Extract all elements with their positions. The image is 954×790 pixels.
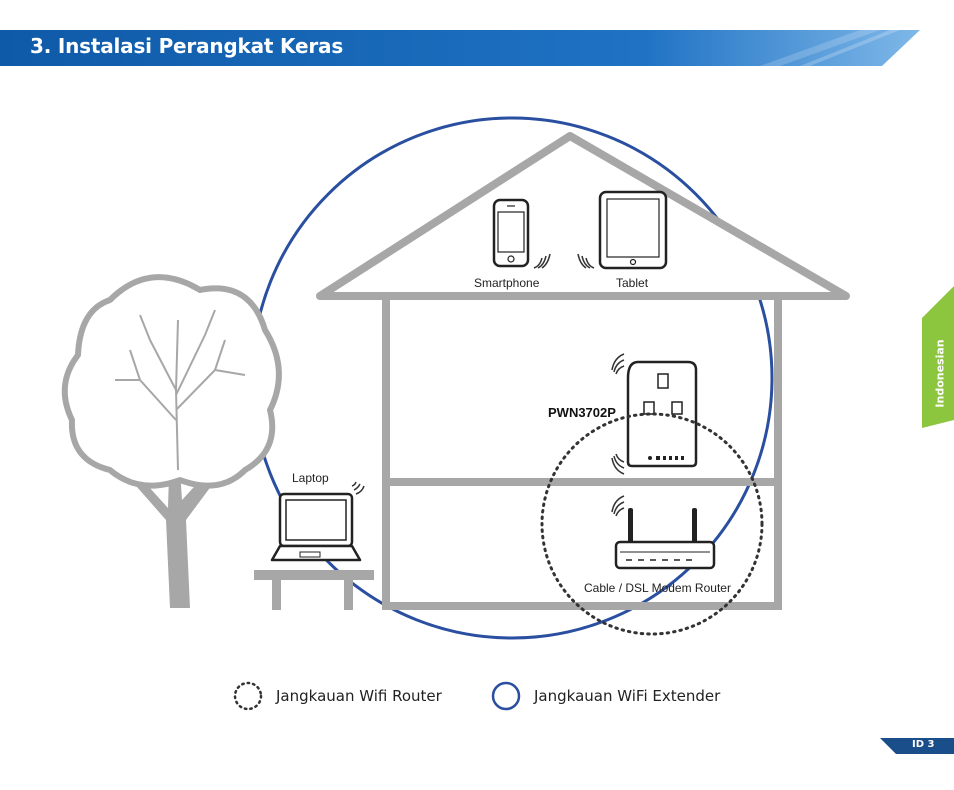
language-tab-label: Indonesian	[933, 338, 947, 408]
laptop-label: Laptop	[292, 471, 329, 485]
wifi-signal-icon	[533, 253, 551, 269]
laptop-icon	[270, 492, 362, 562]
dotted-circle-icon	[233, 681, 263, 711]
router-label: Cable / DSL Modem Router	[584, 581, 731, 595]
table-illustration	[254, 570, 374, 610]
legend-router-range: Jangkauan Wifi Router	[232, 680, 442, 712]
tablet-label: Tablet	[616, 276, 649, 290]
page-number-tab	[880, 738, 954, 754]
header-bar	[0, 30, 920, 66]
wifi-signal-icon	[611, 353, 625, 375]
language-tab	[922, 286, 954, 428]
legend-extender-label: Jangkauan WiFi Extender	[534, 687, 721, 705]
page-number: ID 3	[912, 739, 935, 750]
language-tab-label-container: Indonesian	[926, 318, 954, 428]
wifi-signal-icon	[611, 495, 625, 517]
tree-illustration	[61, 274, 282, 608]
tablet-icon	[598, 190, 668, 270]
router-coverage-circle	[540, 412, 764, 636]
solid-circle-icon	[491, 681, 521, 711]
smartphone-label: Smartphone	[474, 276, 540, 290]
smartphone-icon	[492, 198, 530, 268]
house-illustration	[316, 132, 850, 610]
page-title: 3. Instalasi Perangkat Keras	[30, 34, 344, 58]
wifi-signal-icon	[611, 453, 625, 475]
legend-extender-range: Jangkauan WiFi Extender	[490, 680, 720, 712]
router-icon	[614, 508, 716, 570]
extender-model-label: PWN3702P	[548, 405, 616, 420]
legend-router-label: Jangkauan Wifi Router	[276, 687, 442, 705]
wifi-signal-icon	[351, 481, 365, 495]
wifi-signal-icon	[577, 253, 595, 269]
